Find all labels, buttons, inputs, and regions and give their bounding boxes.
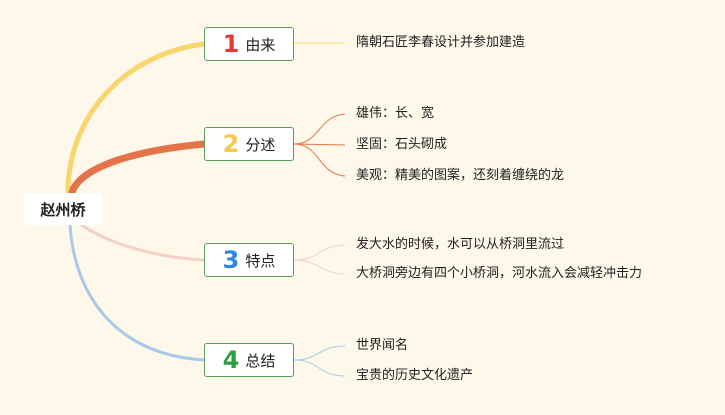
leaf-connector-3 — [293, 244, 346, 261]
number-2-icon: 2 — [222, 130, 240, 158]
number-1-icon: 1 — [222, 30, 240, 58]
leaf-connector-4 — [293, 345, 346, 361]
root-label: 赵州桥 — [40, 200, 86, 219]
number-3-icon: 3 — [222, 246, 240, 274]
leaf-connector-2 — [293, 143, 346, 177]
leaf-text[interactable]: 雄伟：长、宽 — [356, 106, 435, 121]
leaf-text[interactable]: 世界闻名 — [356, 338, 409, 353]
branch-node-1[interactable]: 1 由来 — [204, 27, 294, 61]
branch-node-2[interactable]: 2 分述 — [204, 127, 294, 161]
number-4-icon: 4 — [222, 346, 240, 374]
branch-label: 总结 — [245, 351, 276, 370]
branch-connector-1 — [65, 41, 207, 195]
leaf-text[interactable]: 美观：精美的图案，还刻着缠绕的龙 — [356, 168, 565, 183]
branch-label: 特点 — [245, 251, 276, 270]
leaf-connector-3 — [293, 259, 346, 275]
leaf-text[interactable]: 大桥洞旁边有四个小桥洞，河水流入会减轻冲击力 — [356, 266, 643, 281]
leaf-connector-4 — [293, 359, 346, 377]
leaf-text[interactable]: 发大水的时候，水可以从桥洞里流过 — [356, 237, 565, 252]
leaf-connector-2 — [293, 143, 346, 146]
leaf-text[interactable]: 坚固：石头砌成 — [356, 137, 448, 152]
branch-node-4[interactable]: 4 总结 — [204, 343, 294, 377]
branch-connector-3 — [78, 222, 206, 262]
branch-label: 由来 — [245, 35, 276, 54]
root-node[interactable]: 赵州桥 — [24, 193, 102, 225]
branch-node-3[interactable]: 3 特点 — [204, 243, 294, 277]
leaf-text[interactable]: 宝贵的历史文化遗产 — [356, 368, 474, 383]
leaf-text[interactable]: 隋朝石匠李春设计并参加建造 — [356, 35, 526, 50]
branch-connector-2 — [68, 140, 208, 196]
leaf-connector-2 — [293, 113, 346, 145]
branch-label: 分述 — [245, 135, 276, 154]
branch-connector-4 — [68, 223, 206, 362]
